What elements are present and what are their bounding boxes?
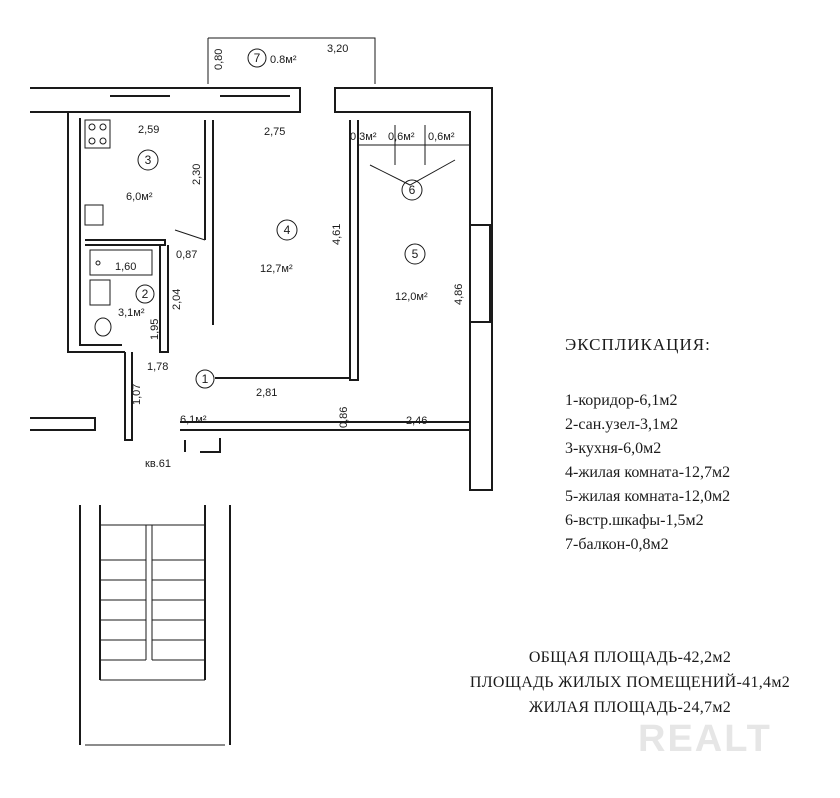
room4-area: 12,7м²: [260, 263, 293, 275]
balcony-depth: 0,80: [213, 49, 225, 70]
kitchen-door: 0,87: [176, 249, 197, 261]
room5-area: 12,0м²: [395, 291, 428, 303]
kitchen-width: 2,59: [138, 124, 159, 136]
wardrobe-a: 0,3м²: [350, 131, 377, 143]
balcony-number: 7: [254, 51, 261, 65]
wardrobe-c: 0,6м²: [428, 131, 455, 143]
balcony: 7 0.8м² 3,20 0,80: [207, 37, 376, 84]
room5-bottom: 2,46: [406, 415, 427, 427]
explication-item: 4-жилая комната-12,7м2: [565, 464, 731, 481]
explication-item: 6-встр.шкафы-1,5м2: [565, 512, 704, 529]
sink-icon: [84, 204, 104, 226]
wardrobe-b: 0,6м²: [388, 131, 415, 143]
explication-item: 3-кухня-6,0м2: [565, 440, 662, 457]
explication: ЭКСПЛИКАЦИЯ: 1-коридор-6,1м2 2-сан.узел-…: [565, 335, 825, 557]
bathtub-icon: [89, 249, 153, 276]
explication-item: 2-сан.узел-3,1м2: [565, 416, 679, 433]
bath-h2: 1,95: [149, 319, 161, 340]
bath-tub-length: 1,60: [115, 261, 136, 273]
living-area: ЖИЛАЯ ПЛОЩАДЬ-24,7м2: [528, 699, 732, 716]
balcony-number-marker: [247, 48, 267, 68]
total-area: ОБЩАЯ ПЛОЩАДЬ-42,2м2: [528, 649, 732, 666]
fixtures: [84, 119, 153, 337]
room4-height: 4,61: [331, 224, 343, 245]
corridor-area: 6,1м²: [180, 414, 207, 426]
stairwell: [79, 505, 231, 746]
room4-bottom: 2,81: [256, 387, 277, 399]
kitchen-number: 3: [145, 153, 152, 167]
corridor-door: 0,86: [338, 407, 350, 428]
corridor-width: 1,07: [131, 384, 143, 405]
bath-width: 1,78: [147, 361, 168, 373]
balcony-area: 0.8м²: [270, 54, 297, 66]
kitchen-side: 2,30: [191, 164, 203, 185]
explication-item: 7-балкон-0,8м2: [565, 536, 669, 553]
watermark-logo: REALT: [638, 718, 772, 760]
outer-walls: [30, 87, 493, 491]
explication-item: 5-жилая комната-12,0м2: [565, 488, 731, 505]
balcony-width: 3,20: [327, 43, 348, 55]
bath-h1: 2,04: [171, 289, 183, 310]
bath-number: 2: [142, 287, 149, 301]
rooms-area: ПЛОЩАДЬ ЖИЛЫХ ПОМЕЩЕНИЙ-41,4м2: [469, 674, 791, 691]
wardrobe-number: 6: [409, 183, 416, 197]
room5-number: 5: [412, 247, 419, 261]
room4-width: 2,75: [264, 126, 285, 138]
explication-title: ЭКСПЛИКАЦИЯ:: [565, 335, 711, 354]
washbasin-icon: [89, 279, 111, 306]
bath-area: 3,1м²: [118, 307, 145, 319]
stove-icon: [84, 119, 111, 149]
toilet-icon: [94, 317, 112, 337]
room5-height: 4,86: [453, 284, 465, 305]
room-labels: 2,59 3 6,0м² 2,30 0,87 2,75 4 12,7м² 4,6…: [115, 124, 465, 470]
room4-number: 4: [284, 223, 291, 237]
interior-walls: [85, 120, 470, 441]
area-totals: ОБЩАЯ ПЛОЩАДЬ-42,2м2 ПЛОЩАДЬ ЖИЛЫХ ПОМЕЩ…: [430, 645, 830, 720]
kitchen-area: 6,0м²: [126, 191, 153, 203]
explication-item: 1-коридор-6,1м2: [565, 392, 678, 409]
apartment-label: кв.61: [145, 458, 171, 470]
corridor-number: 1: [202, 372, 209, 386]
